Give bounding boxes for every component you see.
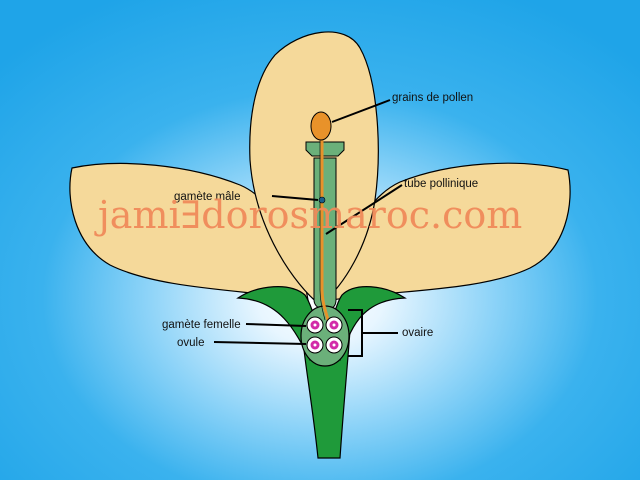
label-pollen-tube: tube pollinique	[404, 178, 478, 190]
label-pollen: grains de pollen	[392, 92, 473, 104]
label-ovule: ovule	[177, 337, 205, 349]
ovule	[325, 316, 343, 334]
ovary	[300, 305, 350, 367]
pollen-tube-outline	[319, 140, 326, 321]
stigma	[305, 141, 345, 157]
label-male-gamete: gamète mâle	[174, 191, 240, 203]
pollen-tube	[320, 140, 330, 321]
female-leader	[245, 323, 307, 327]
ovule	[306, 336, 324, 354]
label-ovary: ovaire	[402, 327, 433, 339]
male-leader	[271, 195, 319, 201]
ovule-leader	[213, 341, 307, 345]
ovule	[325, 336, 343, 354]
male-gamete	[318, 196, 326, 204]
pollen-leader	[331, 99, 391, 123]
watermark: jami∃dorosmaroc.com	[94, 193, 522, 237]
ovule	[306, 316, 324, 334]
pollen-grain	[310, 111, 332, 141]
tube-leader	[325, 184, 403, 235]
label-female-gamete: gamète femelle	[162, 319, 241, 331]
